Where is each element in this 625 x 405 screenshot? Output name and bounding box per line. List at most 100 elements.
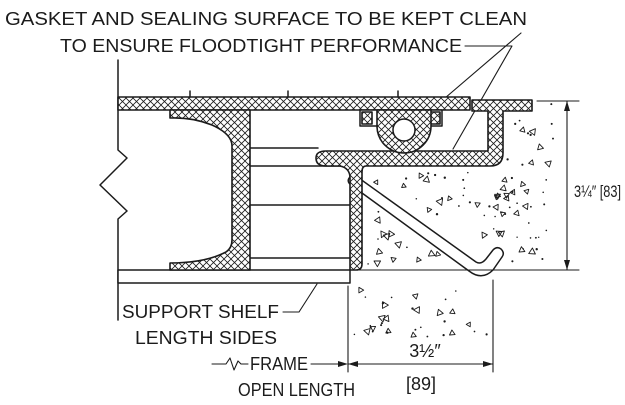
note-line-2: TO ENSURE FLOODTIGHT PERFORMANCE <box>60 36 462 56</box>
concrete-sand-dot <box>535 248 538 251</box>
depth-arrow-top <box>564 101 570 111</box>
concrete-aggregate-triangle <box>503 194 510 202</box>
concrete-sand-dot <box>511 260 514 263</box>
concrete-sand-dot <box>435 213 439 216</box>
concrete-aggregate-triangle <box>447 195 453 202</box>
concrete-sand-dot <box>462 178 465 181</box>
concrete-aggregate-triangle <box>416 256 422 263</box>
concrete-aggregate-triangle <box>376 247 384 255</box>
concrete-aggregate-triangle <box>418 172 425 179</box>
concrete-aggregate-triangle <box>390 257 397 263</box>
open-length-label: OPEN LENGTH <box>238 380 355 400</box>
concrete-sand-dot <box>552 137 554 140</box>
concrete-sand-dot <box>545 229 548 232</box>
concrete-sand-dot <box>522 248 524 250</box>
concrete-aggregate-triangle <box>373 260 382 268</box>
concrete-sand-dot <box>441 197 443 199</box>
concrete-aggregate-triangle <box>385 327 392 334</box>
concrete-sand-dot <box>526 132 530 135</box>
concrete-sand-dot <box>473 330 476 333</box>
concrete-aggregate-triangle <box>528 159 534 166</box>
width-arrow-right <box>483 361 493 367</box>
concrete-aggregate-triangle <box>388 230 396 238</box>
concrete-aggregate-triangle <box>499 184 507 192</box>
concrete-anchor-bar <box>347 174 505 277</box>
concrete-sand-dot <box>380 322 383 325</box>
concrete-aggregate-triangle <box>513 209 520 217</box>
concrete-aggregate-triangle <box>363 328 371 336</box>
concrete-sand-dot <box>529 133 532 137</box>
concrete-sand-dot <box>510 176 513 180</box>
concrete-sand-dot <box>534 236 537 239</box>
concrete-sand-dot <box>550 103 553 106</box>
cover-plate <box>117 96 471 111</box>
concrete-sand-dot <box>380 324 383 327</box>
concrete-sand-dot <box>404 177 408 180</box>
concrete-aggregate-triangle <box>358 286 365 294</box>
concrete-sand-dot <box>508 206 511 209</box>
length-sides-label: LENGTH SIDES <box>135 328 277 348</box>
concrete-sand-dot <box>492 228 495 230</box>
concrete-aggregate-triangle <box>499 211 506 218</box>
concrete-aggregate-triangle <box>369 325 377 332</box>
concrete-aggregate-triangle <box>523 188 530 195</box>
concrete-aggregate-triangle <box>412 293 419 300</box>
concrete-sand-dot <box>516 202 518 205</box>
concrete-sand-dot <box>529 237 532 239</box>
concrete-sand-dot <box>521 163 524 166</box>
concrete-aggregate-triangle <box>520 180 527 188</box>
concrete-sand-dot <box>541 257 544 261</box>
concrete-sand-dot <box>377 238 379 240</box>
concrete-sand-dot <box>443 320 446 323</box>
concrete-sand-dot <box>377 210 380 213</box>
concrete-aggregate-triangle <box>401 182 407 188</box>
concrete-sand-dot <box>364 296 367 298</box>
concrete-aggregate-triangle <box>374 216 381 224</box>
frame-dimension-arrow <box>338 361 348 367</box>
concrete-sand-dot <box>488 205 491 208</box>
cover-bumper-block <box>249 147 351 259</box>
concrete-aggregate-triangle <box>528 128 536 136</box>
concrete-aggregate-triangle <box>394 241 402 249</box>
concrete-aggregate-triangle <box>413 306 420 314</box>
concrete-sand-dot <box>367 263 369 265</box>
gasket-retainer-lip-left <box>361 111 373 125</box>
concrete-sand-dot <box>518 119 521 122</box>
section-break-line <box>99 59 128 321</box>
concrete-aggregate-triangle <box>410 331 417 338</box>
concrete-sand-dot <box>527 222 530 224</box>
concrete-sand-dot <box>483 214 486 217</box>
concrete-aggregate-triangle <box>494 194 500 201</box>
concrete-sand-dot <box>542 191 544 194</box>
concrete-sand-dot <box>538 236 540 238</box>
concrete-sand-dot <box>485 333 488 336</box>
width-dimension-inches: 3½″ <box>409 341 441 361</box>
concrete-sand-dot <box>550 122 553 125</box>
concrete-aggregate-triangle <box>528 247 536 255</box>
width-arrow-left <box>348 361 358 367</box>
concrete-sand-dot <box>516 236 518 238</box>
concrete-sand-dot <box>543 203 546 206</box>
concrete-aggregate-triangle <box>426 207 433 213</box>
depth-arrow-bottom <box>564 260 570 270</box>
concrete-sand-dot <box>457 205 460 207</box>
concrete-aggregate-triangle <box>436 308 444 317</box>
concrete-sand-dot <box>511 190 514 194</box>
concrete-sand-dot <box>427 172 430 175</box>
concrete-aggregate-triangle <box>544 160 552 168</box>
concrete-sand-dot <box>390 296 393 299</box>
width-dimension-mm: [89] <box>406 374 436 394</box>
concrete-sand-dot <box>463 187 466 190</box>
depth-dimension-label: 3¼″ [83] <box>574 182 621 201</box>
concrete-aggregate-triangle <box>522 202 529 210</box>
concrete-aggregate-triangle <box>373 179 379 186</box>
concrete-sand-dot <box>504 213 507 215</box>
concrete-aggregate-triangle <box>501 176 508 183</box>
concrete-aggregate-triangle <box>449 308 456 315</box>
concrete-sand-dot <box>530 205 532 208</box>
concrete-sand-dot <box>514 122 517 126</box>
concrete-aggregate-triangle <box>519 126 526 133</box>
sealing-surface-leader-line <box>452 45 513 150</box>
frame-profile <box>315 99 533 271</box>
